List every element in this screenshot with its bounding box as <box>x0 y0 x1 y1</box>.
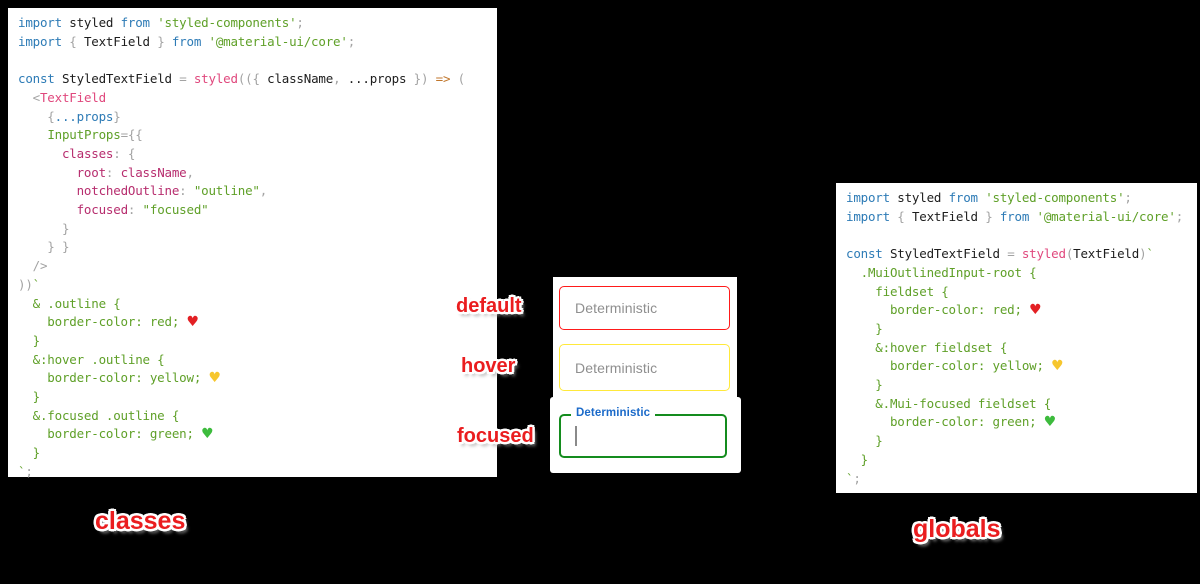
textfield-focused-label: Deterministic <box>571 407 656 419</box>
caption-classes: classes <box>95 507 186 535</box>
state-label-focused: focused <box>457 425 534 447</box>
code-line: import { TextField } from '@material-ui/… <box>18 33 356 49</box>
code-line: {...props} <box>18 108 121 124</box>
left-code-panel: import styled from 'styled-components'; i… <box>8 8 497 479</box>
code-line: import styled from 'styled-components'; <box>846 190 1132 205</box>
textfield-focused[interactable]: Deterministic <box>559 407 727 458</box>
code-line <box>18 51 497 70</box>
code-line: fieldset { <box>846 283 949 299</box>
code-line: ))` <box>18 276 40 292</box>
code-line: &:hover .outline { <box>18 351 165 367</box>
caption-globals: globals <box>913 515 1001 543</box>
textfield-default-placeholder: Deterministic <box>575 300 658 316</box>
code-line: &.focused .outline { <box>18 407 180 423</box>
code-line: `; <box>18 463 33 479</box>
code-line: } <box>18 389 41 405</box>
textfield-demo-panel-bottom: Deterministic <box>550 397 741 473</box>
code-line: const StyledTextField = styled(TextField… <box>846 246 1154 262</box>
textfield-hover-placeholder: Deterministic <box>575 359 658 376</box>
code-line: border-color: yellow; ♥ <box>18 370 221 387</box>
code-line: focused: "focused" <box>76 202 209 218</box>
code-line: & .outline { <box>18 295 121 311</box>
right-code-panel: import styled from 'styled-components'; i… <box>836 183 1197 493</box>
textfield-default[interactable]: Deterministic <box>559 286 730 330</box>
code-line: } <box>846 320 883 336</box>
code-line: &.Mui-focused fieldset { <box>846 395 1052 411</box>
code-line: } <box>846 451 869 467</box>
state-label-hover: hover <box>461 355 516 377</box>
state-label-default: default <box>456 295 522 317</box>
code-line: import { TextField } from '@material-ui/… <box>846 208 1184 224</box>
code-line: border-color: red; ♥ <box>18 314 199 331</box>
code-line: } <box>846 377 883 393</box>
code-line: InputProps={{ <box>47 127 143 143</box>
code-line: `; <box>846 470 861 486</box>
code-line: border-color: yellow; ♥ <box>846 358 1064 375</box>
code-line: border-color: green; ♥ <box>18 426 214 443</box>
code-line: border-color: red; ♥ <box>846 302 1042 319</box>
code-line: .MuiOutlinedInput-root { <box>846 264 1037 280</box>
textfield-demo-panel-top: Deterministic Deterministic <box>553 277 737 397</box>
code-line: } <box>846 433 883 449</box>
code-line: &:hover fieldset { <box>846 339 1008 355</box>
code-line <box>846 226 1197 245</box>
code-line: root: className, <box>76 164 194 180</box>
code-line: /> <box>18 258 48 274</box>
code-line: classes: { <box>61 145 136 161</box>
code-line: } <box>18 332 41 348</box>
textfield-hover[interactable]: Deterministic <box>559 344 730 391</box>
code-line: } <box>18 445 41 461</box>
code-line: <TextField <box>18 89 106 105</box>
code-line: } } <box>18 239 70 255</box>
code-line: notchedOutline: "outline", <box>76 183 268 199</box>
code-line: const StyledTextField = styled(({ classN… <box>18 71 465 87</box>
code-line: } <box>18 220 70 236</box>
text-caret <box>575 426 577 446</box>
code-line: import styled from 'styled-components'; <box>18 15 304 30</box>
code-line: border-color: green; ♥ <box>846 414 1057 431</box>
